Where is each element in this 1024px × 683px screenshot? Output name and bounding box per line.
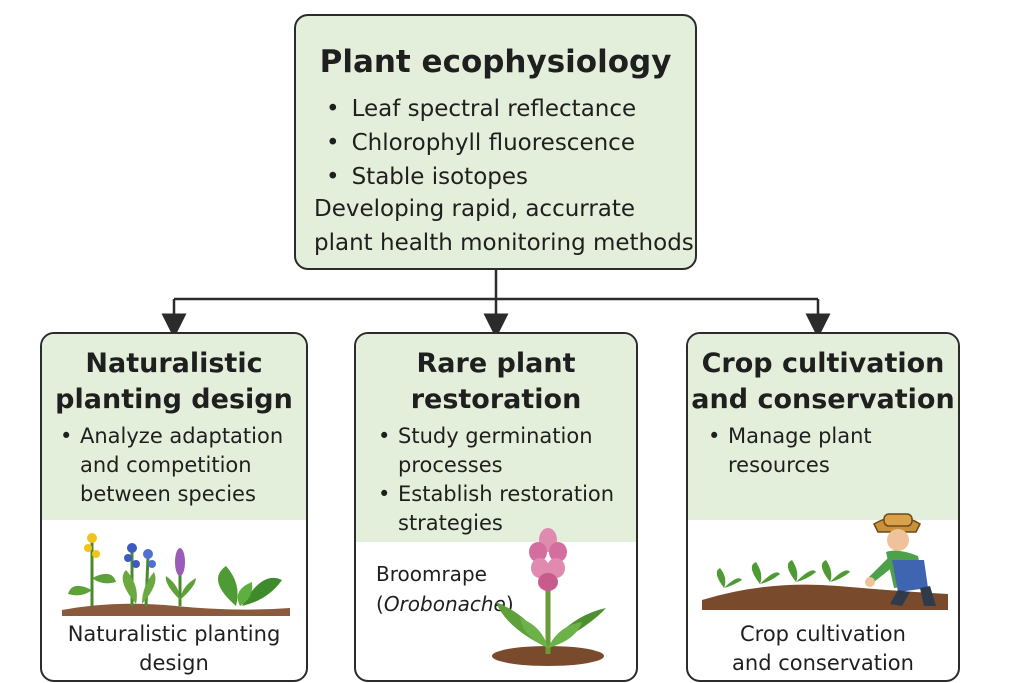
child-caption-line: design (139, 651, 209, 675)
child-title: Rare plant restoration (356, 346, 636, 418)
root-bullet: Stable isotopes (326, 160, 636, 194)
root-description: Developing rapid, accurrate plant health… (314, 192, 694, 260)
child-title-line: Rare plant (416, 348, 576, 379)
child-bullet-list: Manage plant resources (708, 422, 948, 480)
child-title-line: Crop cultivation (701, 348, 945, 379)
root-bullet-list: Leaf spectral reflectance Chlorophyll fl… (326, 92, 637, 194)
child-caption: Naturalistic planting design (42, 620, 306, 678)
child-caption-line: Crop cultivation (740, 622, 906, 646)
caption-scientific-line: (Orobonache) (376, 589, 514, 619)
caption-scientific-name: Orobonache (383, 592, 506, 616)
child-caption: Crop cultivation and conservation (688, 620, 958, 678)
caption-paren: ) (505, 592, 514, 616)
root-description-line: plant health monitoring methods (314, 230, 694, 256)
broomrape-plant-illustration (492, 528, 606, 666)
child-box-crop-cultivation: Crop cultivation and conservation Manage… (686, 332, 960, 682)
child-title: Naturalistic planting design (42, 346, 306, 418)
child-box-rare-plant-restoration: Rare plant restoration Study germination… (354, 332, 638, 682)
child-title-line: restoration (410, 384, 582, 415)
child-title: Crop cultivation and conservation (688, 346, 958, 418)
child-bullet-list: Study germination processes Establish re… (378, 422, 633, 538)
root-box-plant-ecophysiology: Plant ecophysiology Leaf spectral reflec… (294, 14, 697, 270)
child-bullet: Establish restoration strategies (378, 480, 633, 538)
farmer-planting-seedlings-illustration (702, 513, 948, 610)
child-caption: Broomrape (Orobonache) (376, 559, 514, 619)
child-caption-line: Naturalistic planting (67, 622, 281, 646)
child-bullet: Analyze adaptation and competition betwe… (60, 422, 305, 509)
caption-common-name: Broomrape (376, 562, 487, 586)
wildflower-bed-illustration (62, 533, 290, 616)
child-caption-line: and conservation (732, 651, 914, 675)
child-bullet-list: Analyze adaptation and competition betwe… (60, 422, 305, 509)
child-title-line: Naturalistic (85, 348, 263, 379)
child-title-line: and conservation (691, 384, 955, 415)
child-box-naturalistic-planting: Naturalistic planting design Analyze ada… (40, 332, 308, 682)
child-bullet: Study germination processes (378, 422, 633, 480)
root-bullet: Leaf spectral reflectance (326, 92, 637, 126)
root-title: Plant ecophysiology (319, 44, 672, 80)
child-title-line: planting design (55, 384, 293, 415)
child-bullet: Manage plant resources (708, 422, 948, 480)
root-bullet: Chlorophyll fluorescence (326, 126, 636, 160)
caption-paren: ( (376, 592, 384, 616)
root-description-line: Developing rapid, accurrate (314, 196, 636, 222)
